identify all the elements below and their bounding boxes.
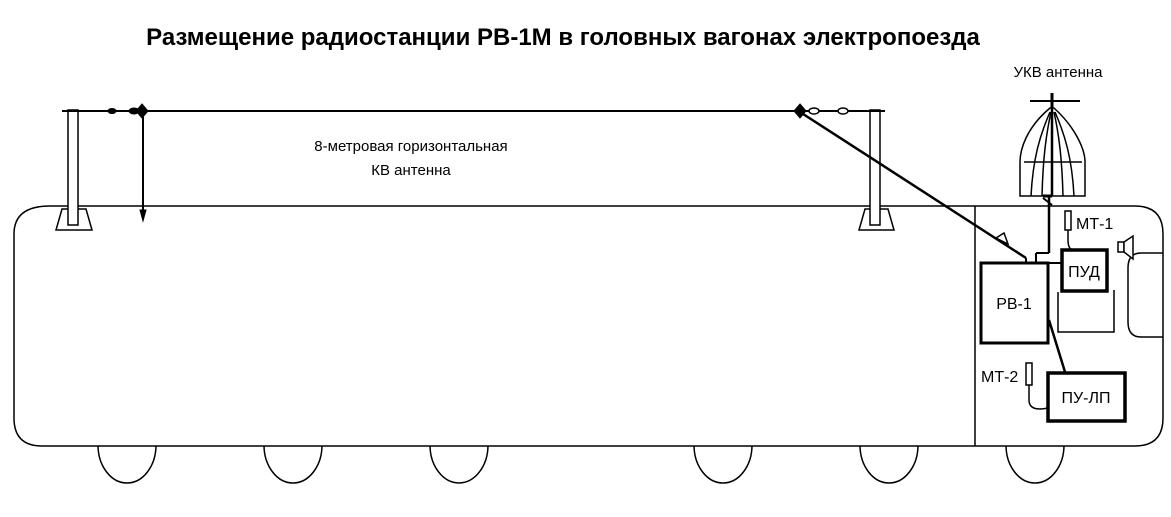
car-body bbox=[13, 205, 1164, 447]
radio-station-box bbox=[979, 261, 1050, 345]
hf-antenna-wire bbox=[62, 103, 1027, 264]
handset-1-label: МТ-1 bbox=[1076, 216, 1113, 233]
driver-panel-box bbox=[1060, 248, 1109, 293]
handset-2-icon bbox=[1025, 362, 1033, 386]
mast-right bbox=[869, 109, 881, 226]
mast-left bbox=[67, 109, 79, 226]
wheel bbox=[693, 444, 753, 484]
insulator bbox=[837, 107, 849, 115]
hf-antenna-label-line2: КВ антенна bbox=[371, 162, 451, 179]
insulator bbox=[107, 108, 117, 114]
handset-2-label: МТ-2 bbox=[981, 369, 1018, 386]
wheels bbox=[97, 444, 1065, 484]
wheel bbox=[97, 444, 157, 484]
handset-2-cord bbox=[1028, 385, 1049, 410]
line-panel-box bbox=[1046, 371, 1127, 423]
wheel bbox=[263, 444, 323, 484]
radio-station-label: РВ-1 bbox=[996, 296, 1032, 313]
hf-antenna-label-line1: 8-метровая горизонтальная bbox=[314, 138, 507, 155]
uhf-antenna bbox=[1019, 93, 1086, 263]
insulator bbox=[808, 107, 820, 115]
line-panel-label: ПУ-ЛП bbox=[1062, 390, 1111, 407]
desk-outline bbox=[1057, 290, 1115, 333]
handset-1-icon bbox=[1064, 210, 1072, 231]
cable-rv1-to-pulp bbox=[1047, 319, 1067, 373]
diagram-title: Размещение радиостанции РВ-1М в головных… bbox=[146, 24, 980, 51]
hf-feeder bbox=[799, 110, 1027, 260]
hf-antenna-masts bbox=[55, 109, 895, 231]
loudspeaker-icon bbox=[1117, 234, 1134, 261]
uhf-antenna-label: УКВ антенна bbox=[1013, 64, 1103, 81]
cab-front-window bbox=[1127, 252, 1163, 338]
driver-panel-label: ПУД bbox=[1068, 264, 1100, 281]
wheel bbox=[429, 444, 489, 484]
wheel bbox=[1005, 444, 1065, 484]
handset-1-cord bbox=[1067, 230, 1075, 251]
wheel bbox=[859, 444, 919, 484]
